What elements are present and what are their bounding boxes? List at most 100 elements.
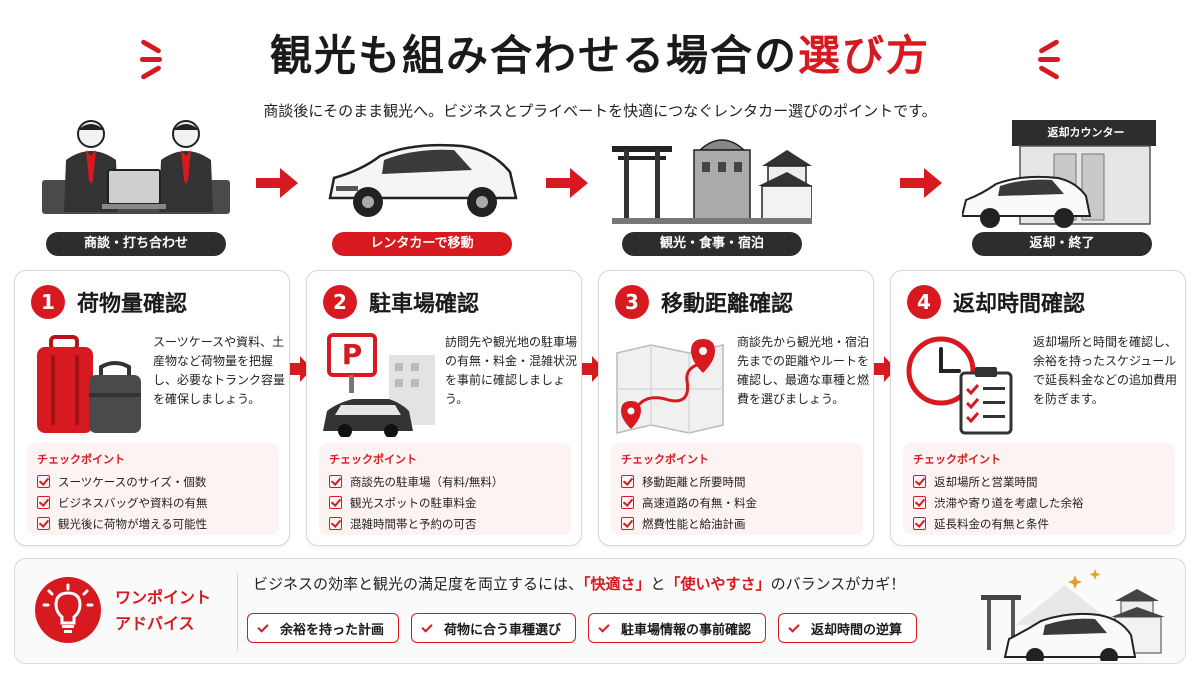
title-burst-left xyxy=(140,36,162,83)
flow-step-sightseeing: 観光・食事・宿泊 xyxy=(612,120,812,260)
title-burst-right xyxy=(1038,36,1060,83)
card-header: 4 返却時間確認 xyxy=(907,285,1085,319)
checkpoint-box: チェックポイント スーツケースのサイズ・個数 ビジネスバッグや資料の有無 観光後… xyxy=(27,443,279,535)
checkbox-icon xyxy=(621,475,634,488)
checkpoint-title: チェックポイント xyxy=(329,453,417,466)
title-main-text: 観光も組み合わせる場合の xyxy=(269,31,798,80)
checkpoint-box: チェックポイント 移動距離と所要時間 高速道路の有無・料金 燃費性能と給油計画 xyxy=(611,443,863,535)
checkpoint-item: 観光後に荷物が増える可能性 xyxy=(37,513,269,534)
parking-sign-letter: P xyxy=(341,338,363,371)
card-title: 荷物量確認 xyxy=(77,292,188,317)
checkpoint-box: チェックポイント 返却場所と営業時間 渋滞や寄り道を考慮した余裕 延長料金の有無… xyxy=(903,443,1175,535)
clock-checklist-icon xyxy=(906,336,1013,435)
checkpoint-text: 返却場所と営業時間 xyxy=(934,474,1038,489)
checkpoint-item: スーツケースのサイズ・個数 xyxy=(37,471,269,492)
page-title: 観光も組み合わせる場合の選び方 xyxy=(0,22,1200,83)
flow-step-meeting: 商談・打ち合わせ xyxy=(36,120,236,260)
advice-pill: 余裕を持った計画 xyxy=(247,613,400,643)
checkpoint-item: 移動距離と所要時間 xyxy=(621,471,853,492)
one-point-advice-panel: ワンポイント アドバイス ビジネスの効率と観光の満足度を両立するには、「快適さ」… xyxy=(14,558,1186,664)
card-description: 返却場所と時間を確認し、余裕を持ったスケジュールで延長料金などの追加費用を防ぎま… xyxy=(1033,335,1178,406)
checkpoint-item: 商談先の駐車場（有料/無料） xyxy=(329,471,561,492)
card-description: スーツケースや資料、土産物など荷物量を把握し、必要なトランク容量を確保しましょう… xyxy=(153,335,286,406)
check-icon xyxy=(421,620,433,633)
checkbox-icon xyxy=(37,496,50,509)
advice-label-line2: アドバイス xyxy=(115,614,195,633)
checkpoint-title: チェックポイント xyxy=(913,453,1001,466)
flow-label-meeting: 商談・打ち合わせ xyxy=(46,232,226,256)
advice-pills: 余裕を持った計画 荷物に合う車種選び 駐車場情報の事前確認 返却時間の逆算 xyxy=(247,613,929,643)
checkpoint-item: 返却場所と営業時間 xyxy=(913,471,1165,492)
title-accent-text: 選び方 xyxy=(798,31,931,80)
checkpoint-item: 観光スポットの駐車料金 xyxy=(329,492,561,513)
advice-pill: 返却時間の逆算 xyxy=(778,613,918,643)
flow-step-drive: レンタカーで移動 xyxy=(322,120,522,260)
checkpoint-text: スーツケースのサイズ・個数 xyxy=(58,474,207,489)
rental-car-icon xyxy=(328,143,518,217)
checkpoint-item: ビジネスバッグや資料の有無 xyxy=(37,492,269,513)
landmarks-icon xyxy=(612,139,812,224)
checkbox-icon xyxy=(329,517,342,530)
checkbox-icon xyxy=(913,475,926,488)
advice-divider xyxy=(237,573,238,651)
card-description: 訪問先や観光地の駐車場の有無・料金・混雑状況を事前に確認しましょう。 xyxy=(445,335,578,406)
step-number-badge: 4 xyxy=(907,285,941,319)
flow-label-drive: レンタカーで移動 xyxy=(332,232,512,256)
advice-text-post: のバランスがカギ！ xyxy=(770,575,906,593)
advice-pill-text: 駐車場情報の事前確認 xyxy=(621,622,752,638)
checkpoint-text: 移動距離と所要時間 xyxy=(642,474,746,489)
checkpoint-text: 燃費性能と給油計画 xyxy=(642,516,746,531)
route-map-icon xyxy=(616,339,724,434)
check-icon xyxy=(257,620,269,633)
check-icon xyxy=(788,620,800,633)
checkpoint-item: 高速道路の有無・料金 xyxy=(621,492,853,513)
advice-text: ビジネスの効率と観光の満足度を両立するには、「快適さ」と「使いやすさ」のバランス… xyxy=(253,573,905,594)
advice-text-pre: ビジネスの効率と観光の満足度を両立するには、 xyxy=(253,575,584,593)
advice-pill-text: 返却時間の逆算 xyxy=(811,622,903,638)
card-distance: 3 移動距離確認 商談先から観光地・宿泊先までの距離やルートを確認し、最適な車種… xyxy=(598,270,874,546)
check-icon xyxy=(598,620,610,633)
checkbox-icon xyxy=(621,496,634,509)
advice-pill: 荷物に合う車種選び xyxy=(411,613,577,643)
checkpoint-text: ビジネスバッグや資料の有無 xyxy=(58,495,208,510)
checkpoint-text: 商談先の駐車場（有料/無料） xyxy=(350,474,504,489)
card-header: 1 荷物量確認 xyxy=(31,285,187,319)
checkpoint-title: チェックポイント xyxy=(621,453,709,466)
advice-highlight-usability: 「使いやすさ」 xyxy=(665,575,771,593)
process-flow: 商談・打ち合わせ レンタカーで移動 観光・食事・宿泊 xyxy=(0,120,1200,260)
page-subtitle: 商談後にそのまま観光へ。ビジネスとプライベートを快適につなぐレンタカー選びのポイ… xyxy=(263,102,937,120)
advice-pill: 駐車場情報の事前確認 xyxy=(588,613,767,643)
card-return-time: 4 返却時間確認 返却場所と時間を確認し、余裕を持ったスケジュールで延長料金など… xyxy=(890,270,1186,546)
checkpoint-box: チェックポイント 商談先の駐車場（有料/無料） 観光スポットの駐車料金 混雑時間… xyxy=(319,443,571,535)
card-parking: 2 駐車場確認 P 訪問先や観光地の駐車場の有無・料金・混雑状況を事前に確認しま… xyxy=(306,270,582,546)
card-arrow-icon xyxy=(874,356,896,382)
checkbox-icon xyxy=(37,475,50,488)
flow-label-sightseeing: 観光・食事・宿泊 xyxy=(622,232,802,256)
suitcase-icon xyxy=(37,335,141,433)
card-header: 3 移動距離確認 xyxy=(615,285,793,319)
advice-highlight-comfort: 「快適さ」 xyxy=(583,575,651,593)
flow-arrow-icon xyxy=(256,168,298,198)
advice-text-mid: と xyxy=(650,575,666,593)
card-arrow-icon xyxy=(582,356,604,382)
checkbox-icon xyxy=(913,517,926,530)
checkpoint-item: 混雑時間帯と予約の可否 xyxy=(329,513,561,534)
step-number-badge: 2 xyxy=(323,285,357,319)
checkpoint-text: 観光スポットの駐車料金 xyxy=(350,495,477,510)
flow-label-return: 返却・終了 xyxy=(972,232,1152,256)
checkbox-icon xyxy=(37,517,50,530)
checkpoint-item: 燃費性能と給油計画 xyxy=(621,513,853,534)
business-meeting-icon xyxy=(42,120,230,214)
flow-step-return: 返却カウンター 返却・終了 xyxy=(962,120,1162,260)
flow-arrow-icon xyxy=(546,168,588,198)
return-counter-sign: 返却カウンター xyxy=(1047,126,1125,139)
flow-arrow-icon xyxy=(900,168,942,198)
card-description: 商談先から観光地・宿泊先までの距離やルートを確認し、最適な車種と燃費を選びましょ… xyxy=(737,335,870,406)
checkpoint-text: 延長料金の有無と条件 xyxy=(934,516,1049,531)
card-title: 駐車場確認 xyxy=(369,292,480,317)
parking-icon xyxy=(323,333,435,437)
checkpoint-item: 延長料金の有無と条件 xyxy=(913,513,1165,534)
checkpoint-text: 高速道路の有無・料金 xyxy=(642,495,757,510)
checkbox-icon xyxy=(329,475,342,488)
checkpoint-item: 渋滞や寄り道を考慮した余裕 xyxy=(913,492,1165,513)
